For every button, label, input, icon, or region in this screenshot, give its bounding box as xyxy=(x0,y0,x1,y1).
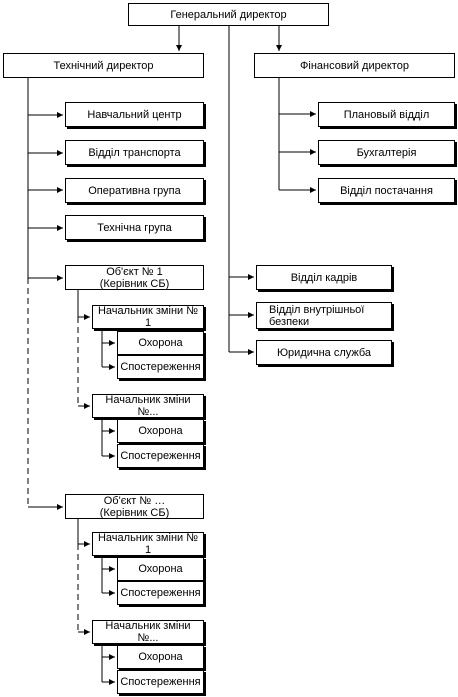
general-director-box: Генеральний директор xyxy=(128,3,329,26)
object-n-shift-1-box: Начальник зміни № 1 xyxy=(92,532,204,556)
object-1-shift-n-guard: Охорона xyxy=(117,419,204,443)
tech-dept-operative-group: Оперативна група xyxy=(65,178,204,203)
object-1-shift-n-surveillance: Спостереження xyxy=(117,444,204,468)
dept-legal: Юридична служба xyxy=(256,340,392,365)
object-n-shift-1-surveillance: Спостереження xyxy=(117,581,204,605)
financial-director-box: Фінансовий директор xyxy=(254,53,455,78)
object-n-shift-n-surveillance: Спостереження xyxy=(117,670,204,694)
tech-dept-transport: Відділ транспорта xyxy=(65,140,204,165)
object-n-shift-n-guard: Охорона xyxy=(117,645,204,669)
object-n-shift-n-box: Начальник зміни №... xyxy=(92,620,204,644)
fin-dept-supply: Відділ постачання xyxy=(318,178,455,203)
object-1-shift-n-box: Начальник зміни №... xyxy=(92,394,204,418)
fin-dept-accounting: Бухгалтерія xyxy=(318,140,455,165)
object-n-shift-1-guard: Охорона xyxy=(117,557,204,581)
technical-director-box: Технічний директор xyxy=(3,53,204,78)
tech-dept-technical-group: Технічна група xyxy=(65,215,204,240)
tech-dept-training-center: Навчальний центр xyxy=(65,102,204,127)
object-1-shift-1-guard: Охорона xyxy=(117,331,204,355)
object-n-box: Об'єкт № … (Керівник СБ) xyxy=(65,494,204,519)
dept-internal-security: Відділ внутрішньої безпеки xyxy=(256,302,392,329)
object-1-shift-1-box: Начальник зміни № 1 xyxy=(92,305,204,329)
dept-hr: Відділ кадрів xyxy=(256,265,392,290)
object-1-shift-1-surveillance: Спостереження xyxy=(117,355,204,379)
fin-dept-planning: Плановый відділ xyxy=(318,102,455,127)
object-1-box: Об'єкт № 1 (Керівник СБ) xyxy=(65,265,204,290)
